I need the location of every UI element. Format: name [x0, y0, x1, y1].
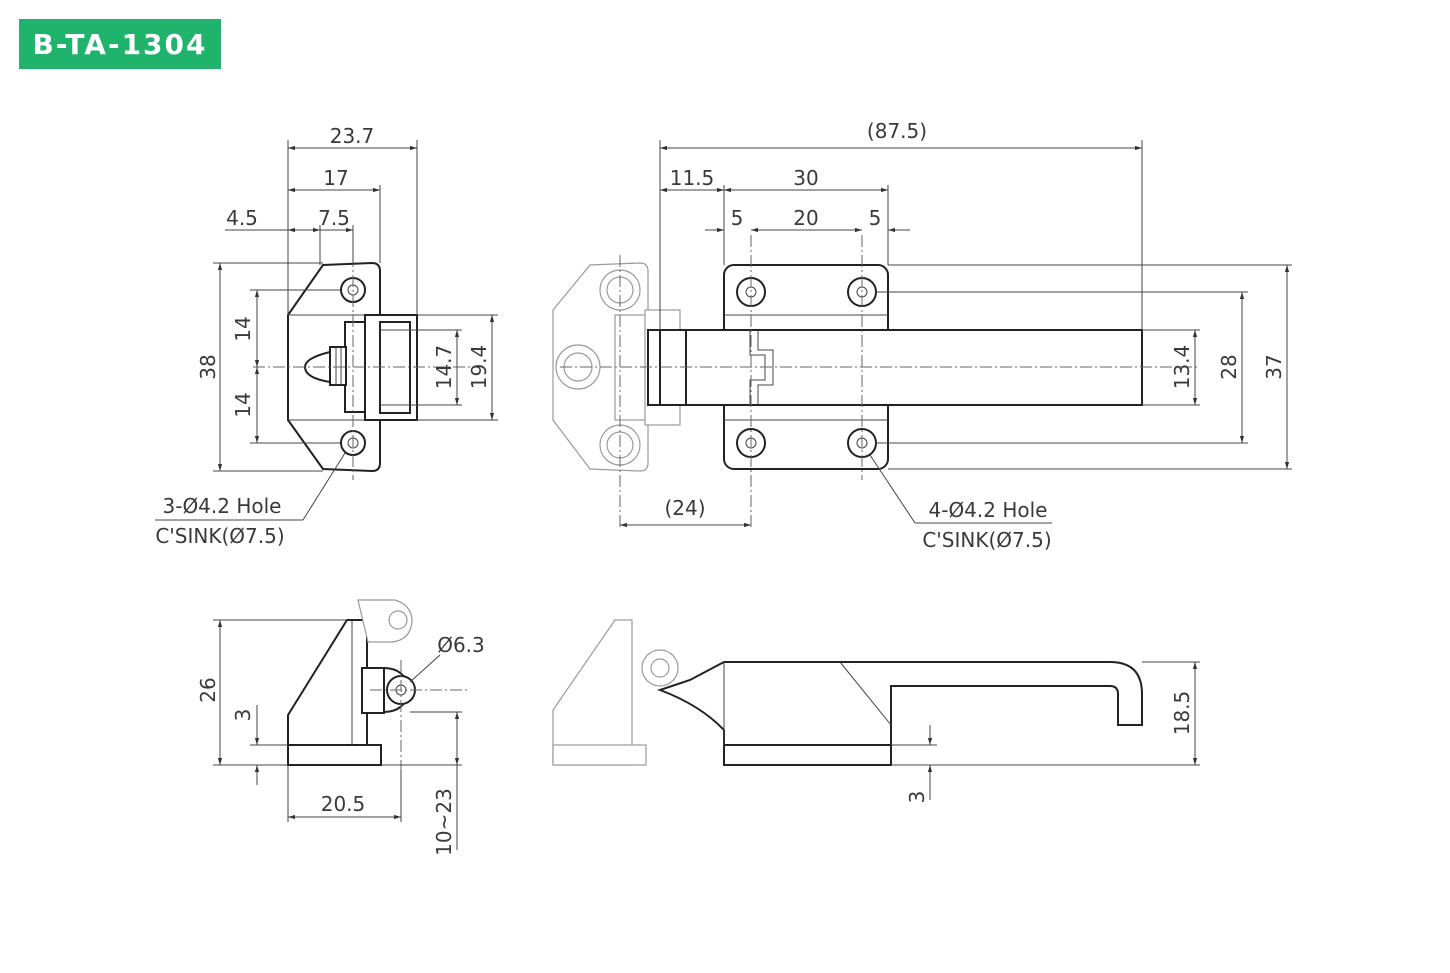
dim-dia-6-3: Ø6.3: [437, 633, 485, 657]
dim-4-5: 4.5: [226, 206, 258, 230]
dim-38: 38: [196, 354, 220, 379]
dim-11-5: 11.5: [670, 166, 715, 190]
dim-5-right: 5: [869, 206, 882, 230]
dim-37: 37: [1262, 354, 1286, 379]
dim-20-5: 20.5: [321, 792, 366, 816]
hole-note-left-1: 3-Ø4.2 Hole: [163, 494, 282, 518]
dim-18-5: 18.5: [1170, 691, 1194, 736]
dim-7-5: 7.5: [318, 206, 350, 230]
dim-19-4: 19.4: [467, 345, 491, 390]
hole-note-left-2: C'SINK(Ø7.5): [155, 524, 284, 548]
dim-10-23: 10~23: [432, 788, 456, 856]
dim-14-bottom: 14: [231, 392, 255, 417]
front-right-view: (87.5) 11.5 30 5 20 5 (24) 13.4 28 37 4-…: [552, 119, 1292, 552]
dim-28: 28: [1217, 354, 1241, 379]
dim-23-7: 23.7: [330, 124, 375, 148]
side-left-view: 26 3 Ø6.3 20.5 10~23: [196, 599, 485, 856]
dim-30: 30: [793, 166, 818, 190]
dim-14-7: 14.7: [432, 345, 456, 390]
dim-87-5: (87.5): [867, 119, 927, 143]
dim-5-left: 5: [731, 206, 744, 230]
dim-24: (24): [664, 496, 705, 520]
dim-20: 20: [793, 206, 818, 230]
hole-note-right-1: 4-Ø4.2 Hole: [929, 498, 1048, 522]
dim-26: 26: [196, 677, 220, 702]
front-left-view: 23.7 17 4.5 7.5 38 14 14 14.7 19.4 3-Ø4.…: [155, 124, 498, 548]
side-right-view: 18.5 3: [552, 619, 1200, 804]
model-badge: B-TA-1304: [19, 19, 221, 69]
dim-13-4: 13.4: [1170, 345, 1194, 390]
dim-14-top: 14: [231, 316, 255, 341]
dim-17: 17: [323, 166, 348, 190]
dim-3-side-right: 3: [905, 791, 929, 804]
hole-note-right-2: C'SINK(Ø7.5): [922, 528, 1051, 552]
dim-3-side-left: 3: [231, 709, 255, 722]
